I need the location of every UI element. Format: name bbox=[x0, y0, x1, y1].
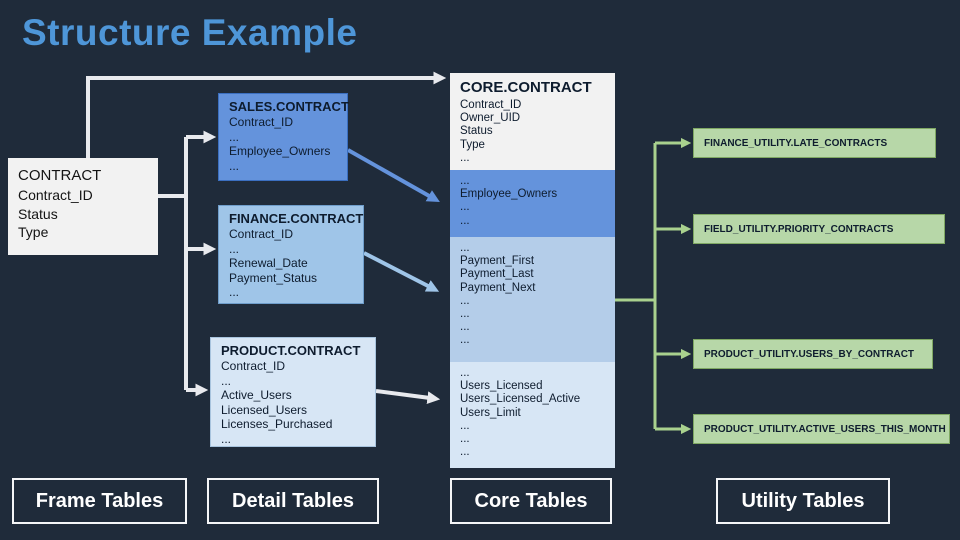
field-line: Type bbox=[18, 224, 49, 240]
utility-label: PRODUCT_UTILITY.USERS_BY_CONTRACT bbox=[704, 348, 915, 360]
field-list: Contract_ID...Employee_Owners... bbox=[229, 115, 337, 173]
field-line: ... bbox=[460, 201, 470, 214]
utility-table-users-by-contract: PRODUCT_UTILITY.USERS_BY_CONTRACT bbox=[693, 339, 933, 369]
detail-table-sales-contract: SALES.CONTRACT Contract_ID...Employee_Ow… bbox=[218, 93, 349, 181]
legend-frame-tables: Frame Tables bbox=[12, 478, 187, 524]
field-line: Payment_Last bbox=[460, 268, 534, 281]
field-line: Users_Limit bbox=[460, 406, 521, 419]
arrow-sales-to-core bbox=[347, 148, 440, 203]
field-line: Status bbox=[18, 205, 58, 222]
field-line: ... bbox=[229, 129, 240, 144]
table-title: PRODUCT.CONTRACT bbox=[221, 343, 361, 358]
field-line: ... bbox=[460, 446, 470, 459]
field-line: ... bbox=[460, 308, 470, 321]
field-line: Status bbox=[460, 125, 493, 138]
detail-table-finance-contract: FINANCE.CONTRACT Contract_ID...Renewal_D… bbox=[218, 205, 364, 304]
table-title: SALES.CONTRACT bbox=[229, 99, 349, 114]
field-line: ... bbox=[229, 285, 240, 299]
field-line: ... bbox=[460, 419, 470, 432]
arrow-product-to-core bbox=[375, 389, 441, 405]
table-title: CORE.CONTRACT bbox=[460, 79, 592, 96]
field-line: ... bbox=[460, 367, 470, 379]
utility-label: PRODUCT_UTILITY.ACTIVE_USERS_THIS_MONTH bbox=[704, 423, 946, 435]
utility-table-priority-contracts: FIELD_UTILITY.PRIORITY_CONTRACTS bbox=[693, 214, 945, 244]
field-line: Users_Licensed bbox=[460, 380, 543, 393]
field-line: Payment_Next bbox=[460, 281, 536, 294]
field-line: ... bbox=[460, 294, 470, 307]
field-line: Contract_ID bbox=[460, 99, 522, 111]
field-line: Licensed_Users bbox=[221, 402, 308, 417]
field-line: ... bbox=[460, 214, 470, 227]
field-line: ... bbox=[460, 151, 470, 164]
utility-label: FINANCE_UTILITY.LATE_CONTRACTS bbox=[704, 137, 888, 149]
field-line: ... bbox=[229, 158, 240, 173]
field-line: Contract_ID bbox=[229, 227, 294, 241]
utility-label: FIELD_UTILITY.PRIORITY_CONTRACTS bbox=[704, 223, 894, 235]
field-line: Active_Users bbox=[221, 388, 292, 402]
field-line: Renewal_Date bbox=[229, 256, 308, 270]
field-line: ... bbox=[460, 242, 470, 254]
detail-table-product-contract: PRODUCT.CONTRACT Contract_ID...Active_Us… bbox=[210, 337, 376, 447]
table-title: FINANCE.CONTRACT bbox=[229, 211, 364, 226]
legend-utility-tables: Utility Tables bbox=[716, 478, 890, 524]
page-title: Structure Example bbox=[22, 12, 358, 53]
field-line: Owner_UID bbox=[460, 112, 521, 125]
field-list: ...Employee_Owners...... bbox=[460, 175, 605, 228]
field-line: Contract_ID bbox=[229, 115, 294, 129]
utility-table-active-users-this-month: PRODUCT_UTILITY.ACTIVE_USERS_THIS_MONTH bbox=[693, 414, 950, 444]
field-line: Payment_Status bbox=[229, 270, 318, 285]
field-line: Type bbox=[460, 138, 485, 151]
table-title: CONTRACT bbox=[18, 167, 102, 184]
field-line: ... bbox=[460, 433, 470, 446]
arrow-finance-to-core bbox=[363, 251, 440, 292]
field-line: ... bbox=[460, 321, 470, 334]
legend-detail-tables: Detail Tables bbox=[207, 478, 379, 524]
legend-core-tables: Core Tables bbox=[450, 478, 612, 524]
field-line: ... bbox=[221, 373, 232, 388]
field-line: ... bbox=[229, 241, 240, 256]
field-line: ... bbox=[460, 175, 470, 187]
field-line: Users_Licensed_Active bbox=[460, 393, 581, 406]
legend-label: Frame Tables bbox=[35, 489, 164, 512]
field-line: ... bbox=[221, 431, 232, 446]
core-segment-sales: ...Employee_Owners...... bbox=[450, 170, 615, 237]
legend-label: Detail Tables bbox=[232, 489, 354, 512]
field-line: Payment_First bbox=[460, 255, 535, 268]
field-line: Contract_ID bbox=[221, 359, 286, 373]
legend-label: Core Tables bbox=[474, 489, 588, 512]
field-line: Licenses_Purchased bbox=[221, 417, 333, 431]
legend-label: Utility Tables bbox=[741, 489, 865, 512]
field-line: Employee_Owners bbox=[229, 144, 331, 158]
field-line: Employee_Owners bbox=[460, 188, 558, 201]
field-line: Contract_ID bbox=[18, 187, 93, 203]
field-line: ... bbox=[460, 334, 470, 347]
utility-table-late-contracts: FINANCE_UTILITY.LATE_CONTRACTS bbox=[693, 128, 936, 158]
